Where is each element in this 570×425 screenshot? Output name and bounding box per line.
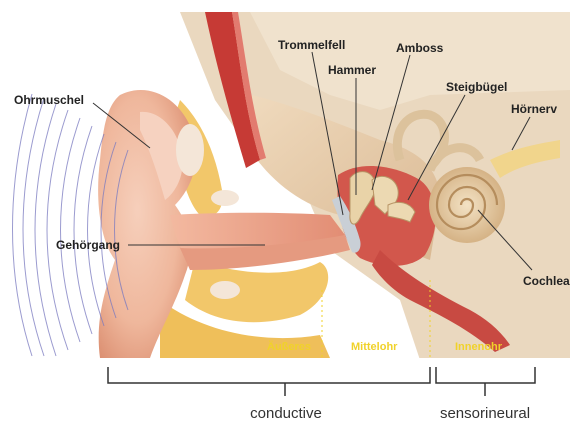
label-hammer: Hammer [328,63,376,77]
bracket-label-conductive: conductive [250,405,322,422]
bracket-label-sensorineural: sensorineural [440,405,530,422]
label-hoernerv: Hörnerv [511,102,557,116]
label-ohrmuschel: Ohrmuschel [14,93,84,107]
label-amboss: Amboss [396,41,444,55]
zone-label-mittelohr: Mittelohr [351,341,398,353]
label-cochlea: Cochlea [523,274,570,288]
label-steigbuegel: Steigbügel [446,80,507,94]
zone-label-innenohr: Innenohr [455,341,503,353]
cochlea [429,167,505,243]
zone-label-aeusseres: Äußeres [267,340,311,353]
label-trommelfell: Trommelfell [278,38,345,52]
label-gehoergang: Gehörgang [56,238,120,252]
